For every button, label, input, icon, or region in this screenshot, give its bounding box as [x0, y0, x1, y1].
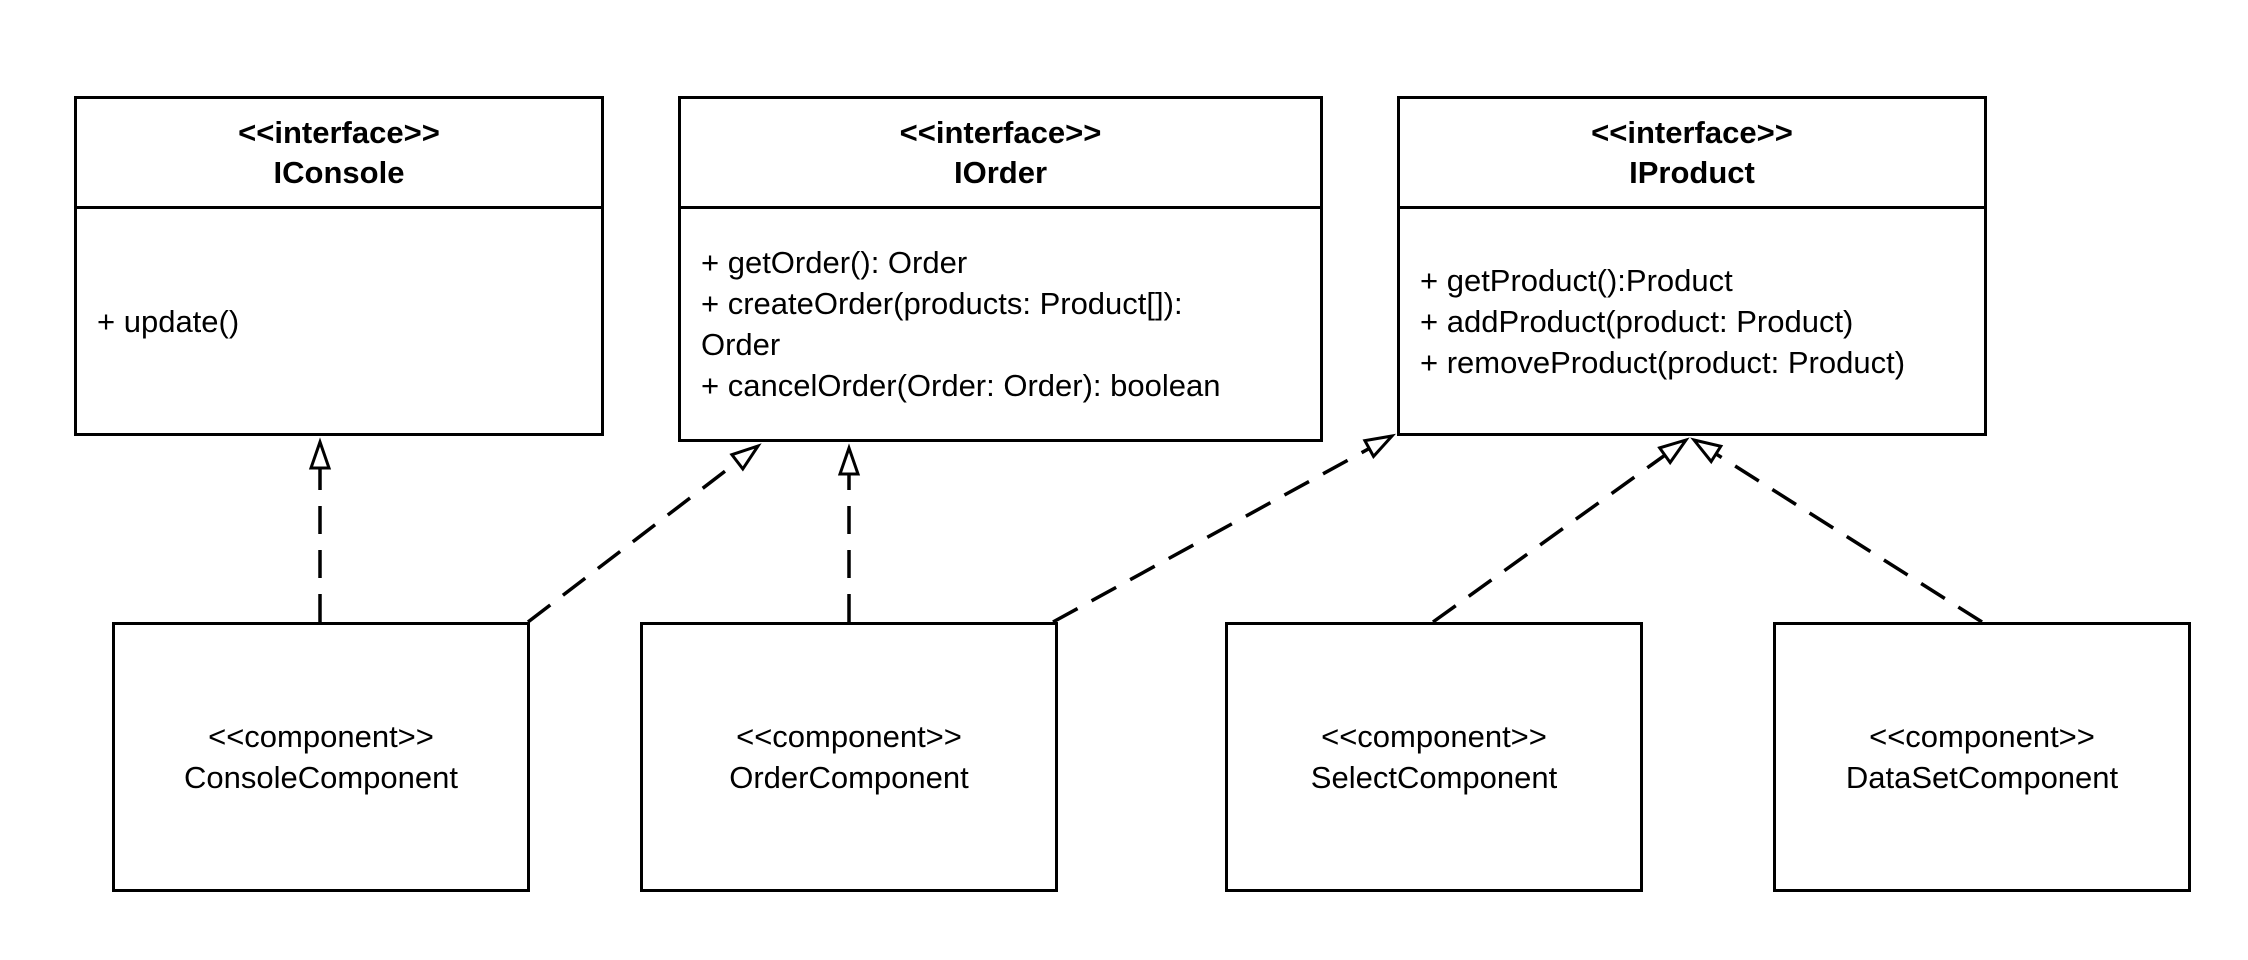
iorder-interface-box[interactable]: <<interface>> IOrder + getOrder(): Order… — [678, 96, 1323, 442]
order-component-name: OrderComponent — [729, 760, 969, 795]
iconsole-methods: + update() — [77, 209, 601, 433]
console-component-name: ConsoleComponent — [183, 760, 458, 795]
iorder-stereotype: <<interface>> — [899, 114, 1102, 150]
dataset-component-box[interactable]: <<component>> DataSetComponent — [1773, 622, 2191, 892]
iorder-method: + createOrder(products: Product[]): — [701, 286, 1183, 321]
iorder-method: Order — [701, 327, 781, 362]
hollow-arrowhead-icon — [308, 437, 332, 470]
realization-line-dataset-to-iproduct — [1715, 452, 1983, 624]
console-component-stereotype: <<component>> — [208, 719, 434, 754]
iproduct-name: IProduct — [1629, 154, 1755, 190]
select-component-box[interactable]: <<component>> SelectComponent — [1225, 622, 1643, 892]
iconsole-header: <<interface>> IConsole — [77, 99, 601, 209]
iconsole-stereotype: <<interface>> — [238, 114, 440, 150]
console-component-box[interactable]: <<component>> ConsoleComponent — [112, 622, 530, 892]
iproduct-method: + removeProduct(product: Product) — [1420, 344, 1906, 380]
hollow-arrowhead-icon — [1690, 437, 1724, 465]
iorder-method: + getOrder(): Order — [701, 245, 968, 280]
dataset-component-name: DataSetComponent — [1845, 760, 2119, 795]
hollow-arrowhead-icon — [1657, 437, 1690, 466]
order-component-stereotype: <<component>> — [736, 719, 962, 754]
hollow-arrowhead-icon — [1362, 433, 1397, 459]
iconsole-name: IConsole — [273, 154, 405, 190]
iorder-name: IOrder — [953, 154, 1048, 190]
iproduct-header: <<interface>> IProduct — [1400, 99, 1984, 209]
iproduct-stereotype: <<interface>> — [1591, 114, 1793, 150]
order-component-box[interactable]: <<component>> OrderComponent — [640, 622, 1058, 892]
realization-line-order-to-iproduct — [1052, 446, 1371, 624]
realization-line-select-to-iproduct — [1431, 453, 1666, 624]
hollow-arrowhead-icon — [837, 443, 861, 476]
iproduct-method: + getProduct():Product — [1420, 262, 1733, 298]
hollow-arrowhead-icon — [729, 443, 762, 472]
iconsole-method: + update() — [97, 303, 240, 339]
iorder-header: <<interface>> IOrder — [681, 99, 1320, 209]
iorder-methods: + getOrder(): Order + createOrder(produc… — [681, 209, 1320, 439]
iproduct-interface-box[interactable]: <<interface>> IProduct + getProduct():Pr… — [1397, 96, 1987, 436]
iconsole-interface-box[interactable]: <<interface>> IConsole + update() — [74, 96, 604, 436]
iproduct-method: + addProduct(product: Product) — [1420, 303, 1854, 339]
select-component-name: SelectComponent — [1310, 760, 1558, 795]
select-component-stereotype: <<component>> — [1321, 719, 1547, 754]
dataset-component-stereotype: <<component>> — [1869, 719, 2095, 754]
iorder-method: + cancelOrder(Order: Order): boolean — [701, 368, 1221, 403]
iproduct-methods: + getProduct():Product + addProduct(prod… — [1400, 209, 1984, 433]
realization-line-console-to-iorder — [526, 460, 739, 624]
